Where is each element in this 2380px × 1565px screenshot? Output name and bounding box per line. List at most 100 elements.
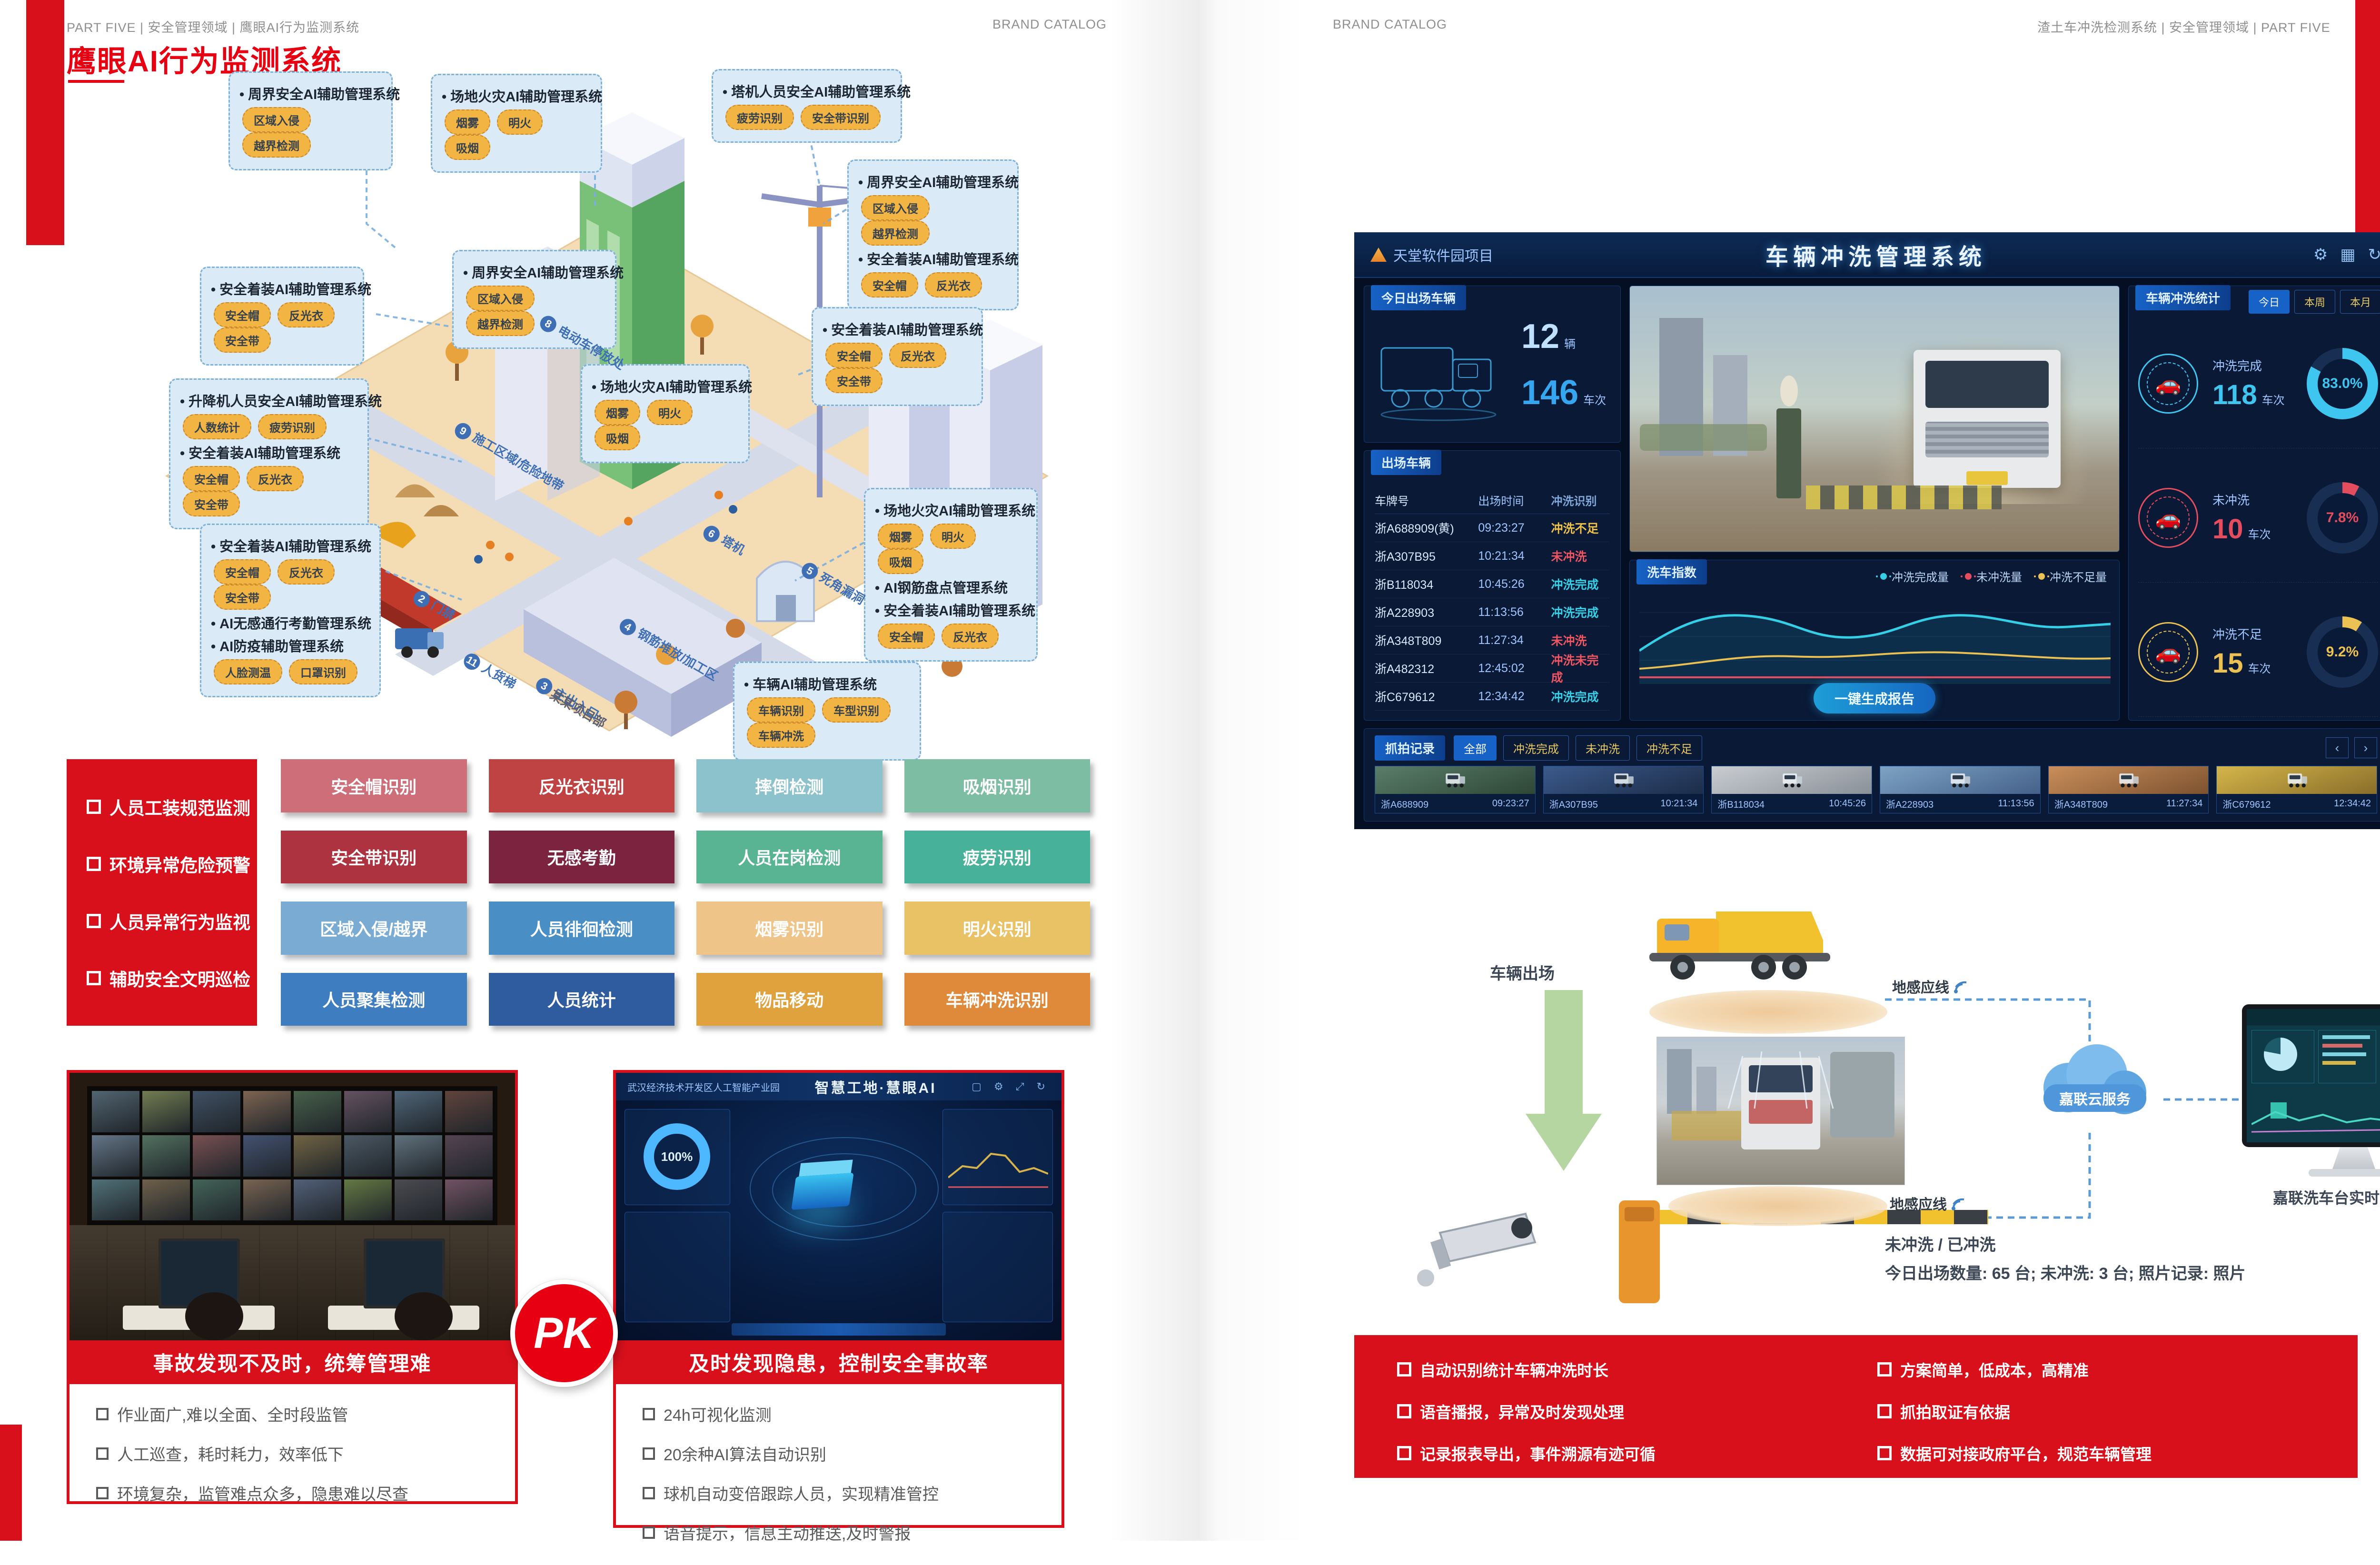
- callout-tags: 安全帽反光衣: [878, 624, 1027, 649]
- capability-pill: 反光衣: [247, 466, 304, 491]
- capability-pill: 区域入侵: [861, 195, 930, 220]
- stats-tab[interactable]: 本月: [2340, 290, 2380, 314]
- capability-pill: 疲劳识别: [725, 105, 794, 130]
- ai-capability-tag: 反光衣识别: [489, 759, 675, 812]
- stat-unit: 车次: [2248, 663, 2271, 675]
- benefit-text: 方案简单，低成本，高精准: [1900, 1358, 2089, 1381]
- pk-bullet-text: 作业面广,难以全面、全时段监管: [117, 1402, 348, 1426]
- callout-title-text: 场地火灾AI辅助管理系统: [600, 380, 752, 395]
- donut-value: 7.8%: [2318, 493, 2368, 543]
- capability-pill: 烟雾: [878, 524, 923, 549]
- callout-tags: 安全帽反光衣安全带: [214, 559, 370, 610]
- benefit-text: 抓拍取证有依据: [1900, 1400, 2010, 1423]
- benefit-text: 数据可对接政府平台，规范车辆管理: [1900, 1442, 2152, 1465]
- callout-title: •安全着装AI辅助管理系统: [823, 319, 972, 339]
- stats-tab[interactable]: 本周: [2294, 290, 2335, 314]
- bullet-dot-icon: •: [239, 87, 244, 102]
- benefit-text: 记录报表导出，事件溯源有迹可循: [1420, 1442, 1656, 1465]
- square-bullet-icon: [87, 971, 101, 985]
- smart-site-tagbar: [732, 1323, 945, 1336]
- table-header-cell: 冲洗识别: [1551, 492, 1610, 508]
- gear-icon[interactable]: ⚙: [2313, 246, 2328, 264]
- truck-silhouette-icon: [1404, 770, 1506, 790]
- vehicle-icon: 🚗: [2138, 622, 2198, 682]
- truck-silhouette-icon: [1741, 770, 1843, 790]
- thumbnail-photo: [2217, 766, 2377, 794]
- capability-pill: 人数统计: [183, 414, 251, 439]
- capability-pill: 明火: [497, 109, 543, 135]
- callout-title-text: 周界安全AI辅助管理系统: [248, 87, 400, 102]
- capability-pill: 人脸测温: [214, 659, 282, 684]
- stat-label: 冲洗完成: [2212, 357, 2307, 374]
- wash-flow-diagram: 车辆出场 地感应线 地感应线 嘉联云服务: [1354, 847, 2380, 1314]
- feature-text: 人员工装规范监测: [109, 794, 250, 820]
- ai-capability-tag: 吸烟识别: [904, 759, 1091, 812]
- barrier-strip: [1806, 485, 2002, 509]
- bullet-dot-icon: •: [211, 282, 216, 297]
- stats-tab[interactable]: 今日: [2249, 290, 2290, 314]
- capability-pill: 反光衣: [925, 272, 982, 297]
- next-page-button[interactable]: ›: [2354, 737, 2377, 758]
- callout-title: •升降机人员安全AI辅助管理系统: [180, 390, 358, 410]
- bullet-dot-icon: •: [211, 539, 216, 555]
- capability-pill: 安全带: [214, 327, 271, 353]
- prev-page-button[interactable]: ‹: [2326, 737, 2349, 758]
- capture-filter-chip[interactable]: 全部: [1454, 735, 1497, 761]
- feature-item: 环境异常危险预警: [87, 851, 257, 877]
- stat-donut: 83.0%: [2307, 348, 2378, 419]
- capability-pill: 明火: [647, 400, 693, 425]
- benefit-text: 语音播报，异常及时发现处理: [1420, 1400, 1624, 1423]
- thumbnail-photo: [1544, 766, 1704, 794]
- callout-title: •AI防疫辅助管理系统: [211, 635, 370, 655]
- back-icon[interactable]: ↻: [2368, 246, 2380, 264]
- camera-feed-cell: [294, 1135, 341, 1177]
- capture-filter-chip[interactable]: 冲洗不足: [1636, 735, 1702, 761]
- callout-title-text: 升降机人员安全AI辅助管理系统: [188, 394, 382, 409]
- wash-index-label: 洗车指数: [1636, 559, 1707, 584]
- pk-right-title: 及时发现隐患，控制安全事故率: [616, 1340, 1061, 1384]
- capability-pill: 区域入侵: [242, 107, 311, 132]
- generate-report-button[interactable]: 一键生成报告: [1814, 683, 1935, 713]
- system-callout: •安全着装AI辅助管理系统安全帽反光衣安全带: [812, 307, 983, 406]
- square-bullet-icon: [1397, 1446, 1411, 1460]
- capture-filter-chip[interactable]: 冲洗完成: [1503, 735, 1569, 761]
- plate-cell: 浙C679612: [1375, 688, 1478, 705]
- pk-bullet: 人工巡查，耗时耗力，效率低下: [96, 1442, 501, 1465]
- grid-icon[interactable]: ▦: [2340, 246, 2355, 264]
- camera-feed-cell: [344, 1091, 392, 1132]
- system-callout: •周界安全AI辅助管理系统区域入侵越界检测: [228, 71, 393, 170]
- callout-title-text: 车辆AI辅助管理系统: [753, 677, 877, 693]
- camera-feed-cell: [92, 1135, 139, 1177]
- camera-feed-cell: [294, 1179, 341, 1221]
- worker-silhouette: [1776, 408, 1801, 499]
- capability-pill: 安全帽: [825, 343, 883, 368]
- callout-tags: 疲劳识别安全带识别: [725, 105, 891, 130]
- smart-site-project: 武汉经济技术开发区人工智能产业园: [627, 1080, 780, 1094]
- callout-title-text: 周界安全AI辅助管理系统: [867, 175, 1019, 190]
- monitor-icon: [2242, 1004, 2380, 1177]
- status-cell: 冲洗完成: [1551, 604, 1610, 621]
- plate-cell: 浙A348T809: [1375, 632, 1478, 649]
- sensor-pad-bottom: [1668, 1186, 1887, 1226]
- thumbnail-photo: [1712, 766, 1872, 794]
- stat-unit: 车次: [2248, 528, 2271, 541]
- system-callout: •周界安全AI辅助管理系统区域入侵越界检测: [452, 250, 616, 349]
- callout-tags: 区域入侵越界检测: [242, 107, 382, 158]
- capture-filter-chip[interactable]: 未冲洗: [1576, 735, 1630, 761]
